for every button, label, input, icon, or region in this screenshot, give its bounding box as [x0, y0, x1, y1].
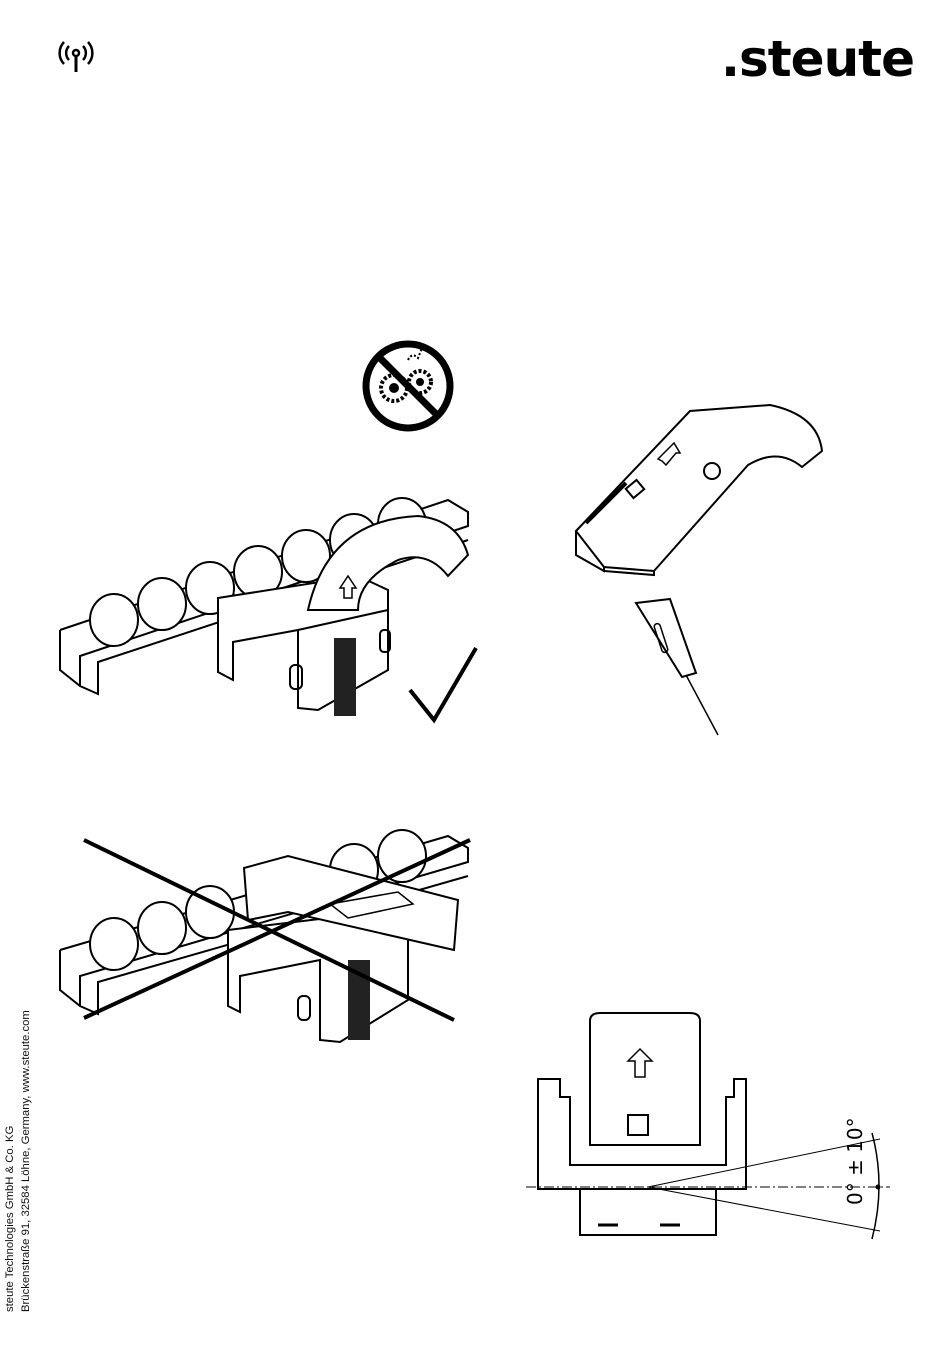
actuator-detail-figure — [570, 395, 830, 740]
company-address: Brückenstraße 91, 32584 Löhne, Germany, … — [18, 972, 34, 1312]
checkmark-icon — [410, 648, 476, 720]
angle-label: 0° ± 10° — [843, 1117, 867, 1205]
brand-logo: .steute — [721, 30, 914, 88]
footer-imprint: steute Technologies GmbH & Co. KG Brücke… — [2, 972, 36, 1312]
correct-mounting-figure — [58, 480, 488, 740]
front-view-angle-figure: 0° ± 10° — [520, 1005, 900, 1265]
wrong-mounting-figure — [58, 820, 488, 1080]
no-lubricant-gears-icon — [360, 340, 460, 432]
wireless-antenna-icon — [56, 36, 96, 76]
company-name: steute Technologies GmbH & Co. KG — [2, 972, 18, 1312]
